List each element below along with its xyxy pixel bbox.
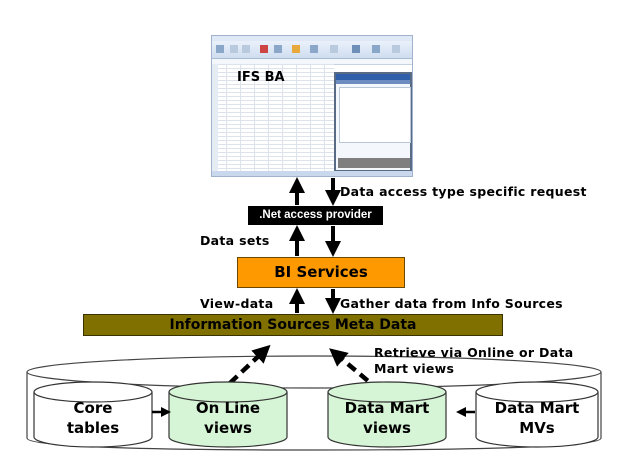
panel-header <box>336 74 410 80</box>
cylinder-top <box>475 381 599 403</box>
information-sources-meta-data-box: Information Sources Meta Data <box>83 314 503 336</box>
cylinder-body <box>168 392 288 448</box>
dashed-arrow-online-to-meta <box>228 344 271 385</box>
panel-subheader <box>336 80 410 84</box>
ifs-ba-label: IFS BA <box>237 70 285 85</box>
cylinder-body <box>475 392 599 448</box>
panel-footer <box>338 158 410 168</box>
label-view-data: View-data <box>200 296 274 311</box>
cylinder-body <box>327 392 447 448</box>
net-access-provider-box: .Net access provider <box>248 206 383 225</box>
excel-ribbon <box>212 41 412 59</box>
bi-services-box: BI Services <box>237 257 405 288</box>
database-datamart-views: Data Mart views <box>327 381 447 448</box>
cylinder-top <box>33 381 153 403</box>
bi-design-panel <box>334 72 412 172</box>
label-gather-data: Gather data from Info Sources <box>340 296 563 311</box>
label-retrieve-line1: Retrieve via Online or Data <box>374 345 574 360</box>
database-online-views: On Line views <box>168 381 288 448</box>
database-label-line2: tables <box>67 419 119 437</box>
excel-title-bar <box>212 36 412 41</box>
database-label-line2: views <box>204 419 252 437</box>
panel-tree <box>339 87 411 143</box>
label-data-sets: Data sets <box>200 233 270 248</box>
excel-row-headers <box>212 64 218 172</box>
database-label-line1: Data Mart <box>345 399 430 417</box>
cylinder-top <box>327 381 447 403</box>
database-label-line2: MVs <box>519 419 555 437</box>
label-retrieve-line2: Mart views <box>374 361 455 376</box>
database-label-line2: views <box>363 419 411 437</box>
database-core-tables: Core tables <box>33 381 153 448</box>
database-label-line1: On Line <box>196 399 260 417</box>
database-label-line1: Data Mart <box>495 399 580 417</box>
database-label-line1: Core <box>74 399 113 417</box>
cylinder-top <box>168 381 288 403</box>
client-app-screenshot: IFS BA <box>211 35 413 177</box>
cylinder-body <box>33 392 153 448</box>
excel-grid <box>212 64 334 172</box>
excel-status-bar <box>212 171 412 176</box>
label-data-access-request: Data access type specific request <box>340 184 587 199</box>
